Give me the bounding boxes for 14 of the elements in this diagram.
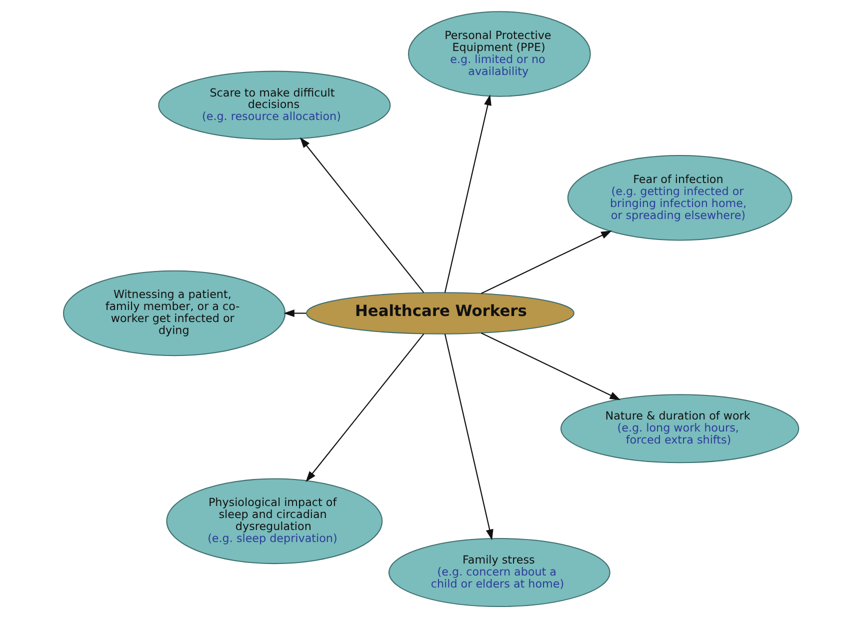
- node-ellipse: Healthcare Workers: [306, 292, 574, 334]
- node-ellipse: Family stress (e.g. concern about a child or elders at home): [388, 538, 610, 608]
- node-ellipse: Scare to make difficult decisions (e.g. resource allocation): [158, 70, 391, 140]
- arrow: [480, 332, 621, 400]
- arrow: [444, 334, 494, 540]
- node-ellipse: Personal Protective Equipment (PPE) e.g. limited or no availability: [408, 11, 591, 97]
- arrow: [284, 309, 306, 318]
- node-ellipse: Nature & duration of work (e.g. long work hours, forced extra shifts): [560, 394, 800, 464]
- node-ellipse: Witnessing a patient, family member, or a co-worker get infected or dying: [63, 270, 286, 356]
- arrow: [300, 137, 424, 293]
- arrow: [444, 94, 492, 293]
- node-ellipse: Physiological impact of sleep and circadian dysregulation (e.g. sleep deprivation): [166, 478, 383, 564]
- arrow: [480, 230, 612, 294]
- arrow: [306, 334, 424, 482]
